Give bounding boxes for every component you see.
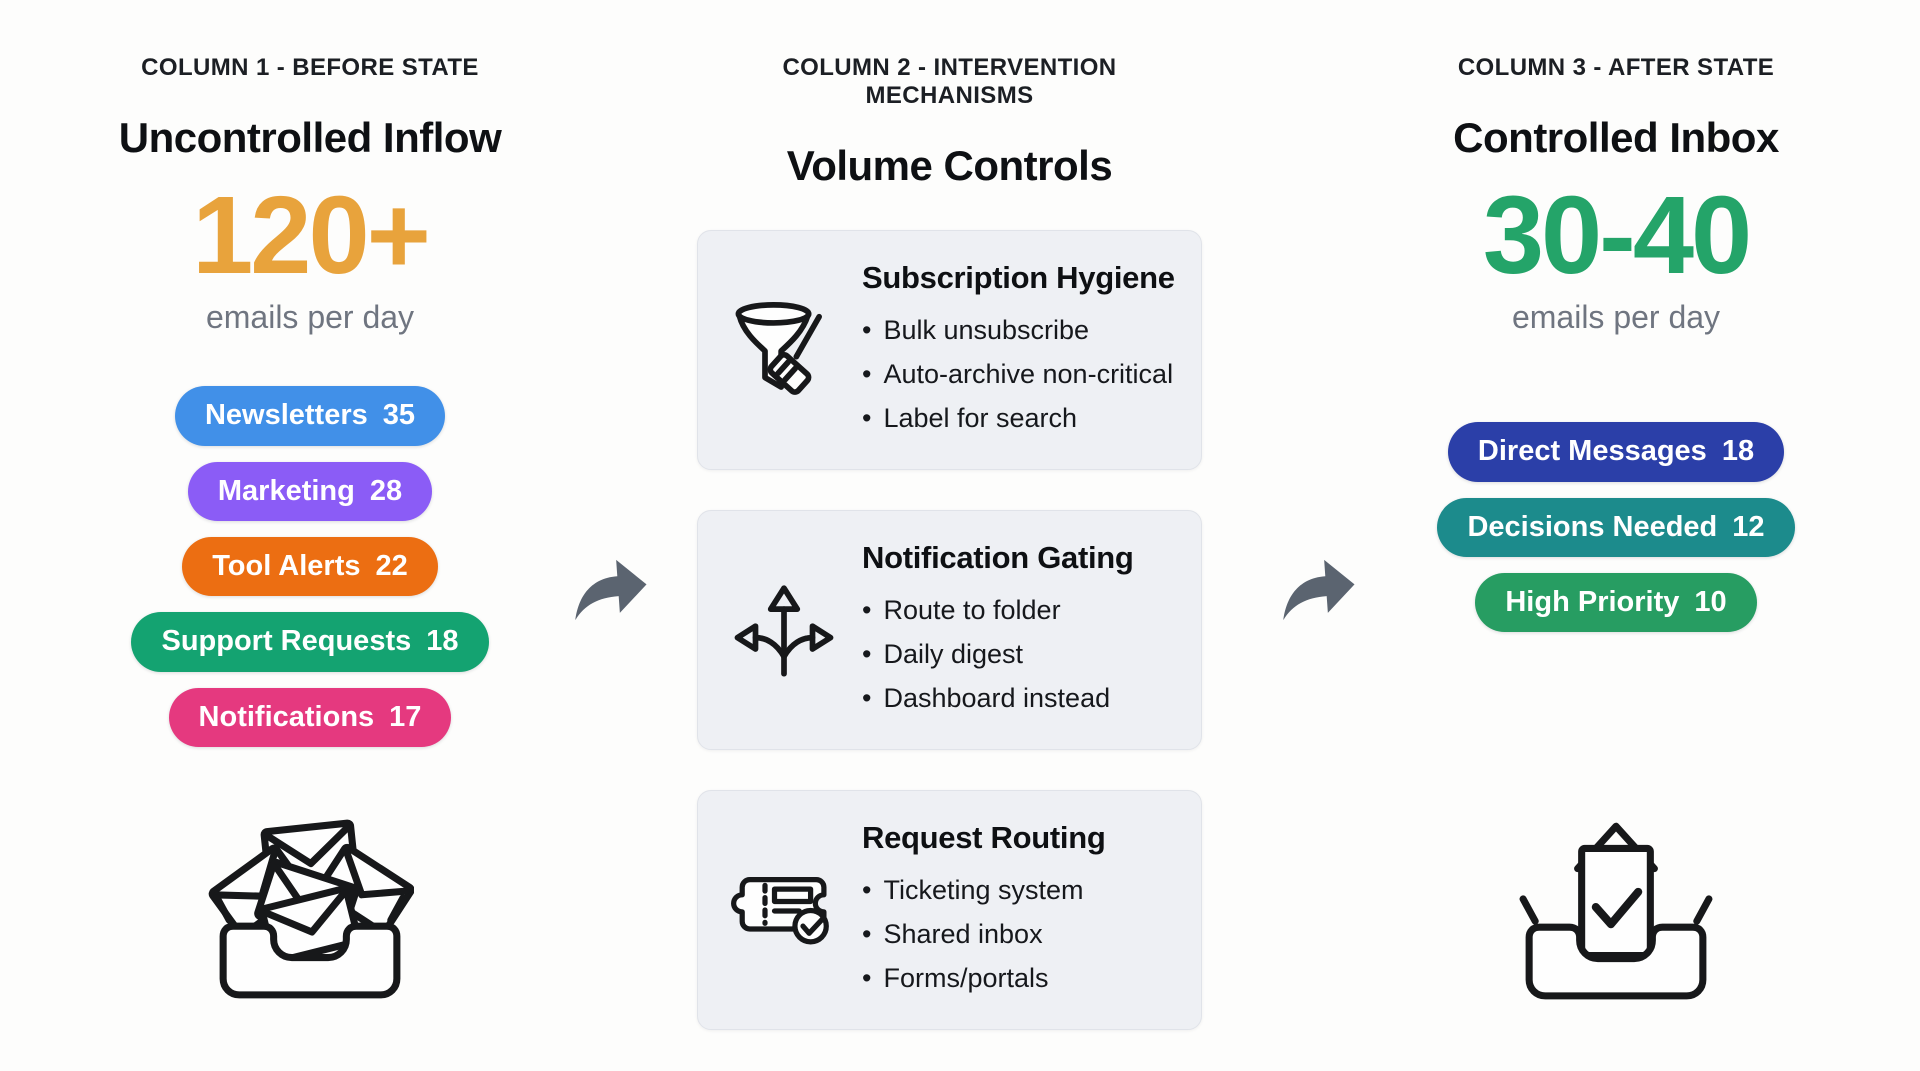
pill-label: Decisions Needed xyxy=(1467,510,1718,543)
column-before-state: COLUMN 1 - BEFORE STATE Uncontrolled Inf… xyxy=(40,0,580,1005)
pill-count: 18 xyxy=(1721,435,1755,468)
after-pill-list: Direct Messages 18 Decisions Needed 12 H… xyxy=(1356,422,1876,633)
pill-direct-messages: Direct Messages 18 xyxy=(1447,422,1785,482)
pill-notifications: Notifications 17 xyxy=(168,687,452,748)
pill-newsletters: Newsletters 35 xyxy=(174,386,446,446)
card-title: Notification Gating xyxy=(862,540,1134,575)
column-interventions: COLUMN 2 - INTERVENTION MECHANISMS Volum… xyxy=(697,0,1202,1030)
pill-label: Marketing xyxy=(217,474,355,507)
pill-label: Newsletters xyxy=(204,399,368,432)
card-bullet: Label for search xyxy=(862,396,1175,440)
flow-arrow-icon xyxy=(556,540,664,638)
pill-count: 12 xyxy=(1732,510,1765,543)
card-bullet: Forms/portals xyxy=(862,956,1106,1000)
overflowing-inbox-icon xyxy=(40,803,580,1005)
pill-count: 17 xyxy=(389,700,422,733)
pill-label: Support Requests xyxy=(161,625,412,658)
pill-count: 35 xyxy=(382,399,416,432)
pill-high-priority: High Priority 10 xyxy=(1475,573,1757,633)
split-arrows-icon xyxy=(722,573,846,687)
pill-label: Tool Alerts xyxy=(212,550,361,583)
stat-value: 120+ xyxy=(192,174,431,297)
inbox-check-icon xyxy=(1356,804,1876,1006)
before-pill-list: Newsletters 35 Marketing 28 Tool Alerts … xyxy=(40,386,580,748)
column-kicker: COLUMN 1 - BEFORE STATE xyxy=(141,54,479,81)
card-title: Request Routing xyxy=(862,820,1106,855)
stat-caption: emails per day xyxy=(205,299,415,336)
pill-marketing: Marketing 28 xyxy=(187,461,433,522)
column-title: Volume Controls xyxy=(786,142,1113,189)
card-bullet: Route to folder xyxy=(862,588,1134,632)
pill-label: High Priority xyxy=(1505,586,1680,619)
ticket-check-icon xyxy=(722,853,846,967)
pill-count: 28 xyxy=(369,474,403,507)
column-kicker: COLUMN 3 - AFTER STATE xyxy=(1457,54,1775,81)
pill-label: Notifications xyxy=(198,700,375,733)
pill-label: Direct Messages xyxy=(1477,435,1707,468)
stat-caption: emails per day xyxy=(1511,299,1721,336)
card-request-routing: Request Routing Ticketing system Shared … xyxy=(697,790,1202,1030)
pill-count: 18 xyxy=(426,625,459,658)
card-bullet: Auto-archive non-critical xyxy=(862,352,1175,396)
card-notification-gating: Notification Gating Route to folder Dail… xyxy=(697,510,1202,750)
card-title: Subscription Hygiene xyxy=(862,260,1175,295)
card-bullet: Ticketing system xyxy=(862,868,1106,912)
pill-count: 22 xyxy=(375,550,408,583)
pill-tool-alerts: Tool Alerts 22 xyxy=(182,537,438,597)
column-title: Uncontrolled Inflow xyxy=(118,114,502,161)
card-bullet: Shared inbox xyxy=(862,912,1106,956)
flow-arrow-icon xyxy=(1264,540,1372,638)
card-bullet: Daily digest xyxy=(862,632,1134,676)
pill-decisions-needed: Decisions Needed 12 xyxy=(1437,497,1795,558)
column-after-state: COLUMN 3 - AFTER STATE Controlled Inbox … xyxy=(1356,0,1876,1006)
card-bullet: Bulk unsubscribe xyxy=(862,308,1175,352)
card-subscription-hygiene: Subscription Hygiene Bulk unsubscribe Au… xyxy=(697,230,1202,470)
stat-value: 30-40 xyxy=(1482,174,1752,297)
column-title: Controlled Inbox xyxy=(1453,114,1779,161)
pill-count: 10 xyxy=(1694,586,1727,619)
column-kicker: COLUMN 2 - INTERVENTION MECHANISMS xyxy=(782,54,1117,109)
intervention-card-list: Subscription Hygiene Bulk unsubscribe Au… xyxy=(697,230,1202,1030)
funnel-broom-icon xyxy=(722,293,846,407)
card-bullet: Dashboard instead xyxy=(862,676,1134,720)
pill-support-requests: Support Requests 18 xyxy=(131,612,489,672)
